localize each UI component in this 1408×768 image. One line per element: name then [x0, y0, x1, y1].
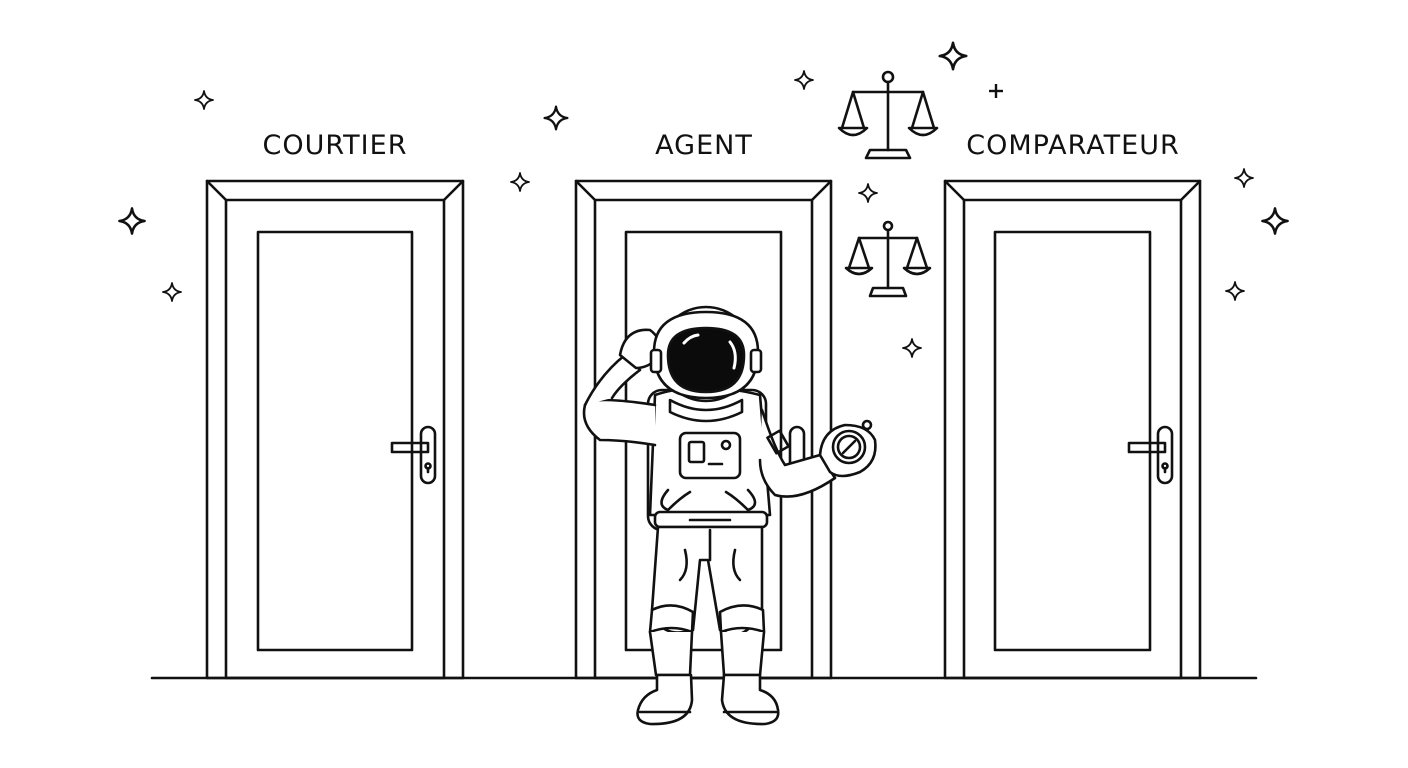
door-leaf [224, 198, 446, 680]
door-label-agent: AGENT [655, 130, 753, 161]
scales-icon [837, 70, 939, 160]
sparkle-icon [989, 84, 1003, 98]
door-leaf [593, 198, 814, 680]
sparkle-icon [162, 282, 182, 302]
door-leaf [962, 198, 1183, 680]
sparkle-icon [1225, 281, 1245, 301]
scales-icon [844, 220, 932, 298]
compass-icon [831, 419, 873, 465]
door-handle-icon [1127, 425, 1174, 485]
astronaut-icon [582, 305, 877, 726]
sparkle-icon [1234, 168, 1254, 188]
door-frame [205, 179, 465, 680]
door-agent[interactable] [574, 179, 833, 680]
sparkle-icon [794, 70, 814, 90]
sparkle-icon [510, 172, 530, 192]
door-label-comparateur: COMPARATEUR [966, 130, 1180, 161]
door-courtier[interactable] [205, 179, 465, 680]
sparkle-icon [118, 207, 146, 235]
sparkle-icon [902, 338, 922, 358]
sparkle-icon [938, 41, 968, 71]
door-frame [943, 179, 1202, 680]
door-panel [256, 230, 414, 652]
sparkle-icon [1261, 207, 1289, 235]
sparkle-icon [543, 105, 569, 131]
door-comparateur[interactable] [943, 179, 1202, 680]
door-handle-icon [390, 425, 437, 485]
door-label-courtier: COURTIER [262, 130, 408, 161]
sparkle-icon [194, 90, 214, 110]
door-panel [993, 230, 1152, 652]
sparkle-icon [858, 183, 878, 203]
